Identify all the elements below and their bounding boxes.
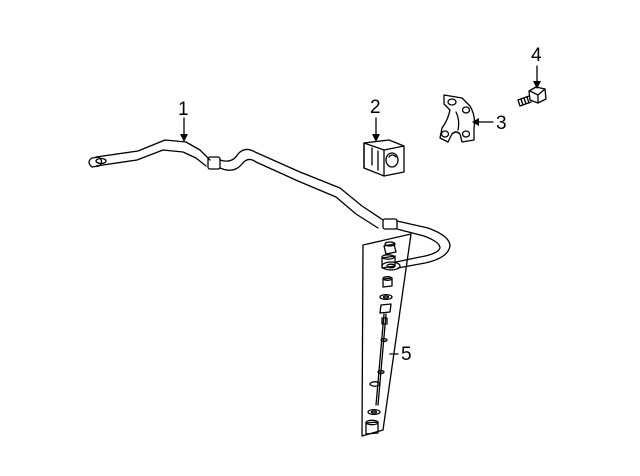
leader-lines [183,65,538,355]
callout-1: 1 [178,99,189,120]
bushing [363,139,405,177]
bolt [517,86,547,107]
leader-arrowheads [180,81,541,142]
callout-4: 4 [531,45,542,66]
stabilizer-link-kit [361,233,412,437]
callout-2: 2 [370,97,381,118]
callout-3: 3 [496,113,507,134]
callout-5: 5 [401,344,412,365]
bushing-clamp [439,94,476,143]
